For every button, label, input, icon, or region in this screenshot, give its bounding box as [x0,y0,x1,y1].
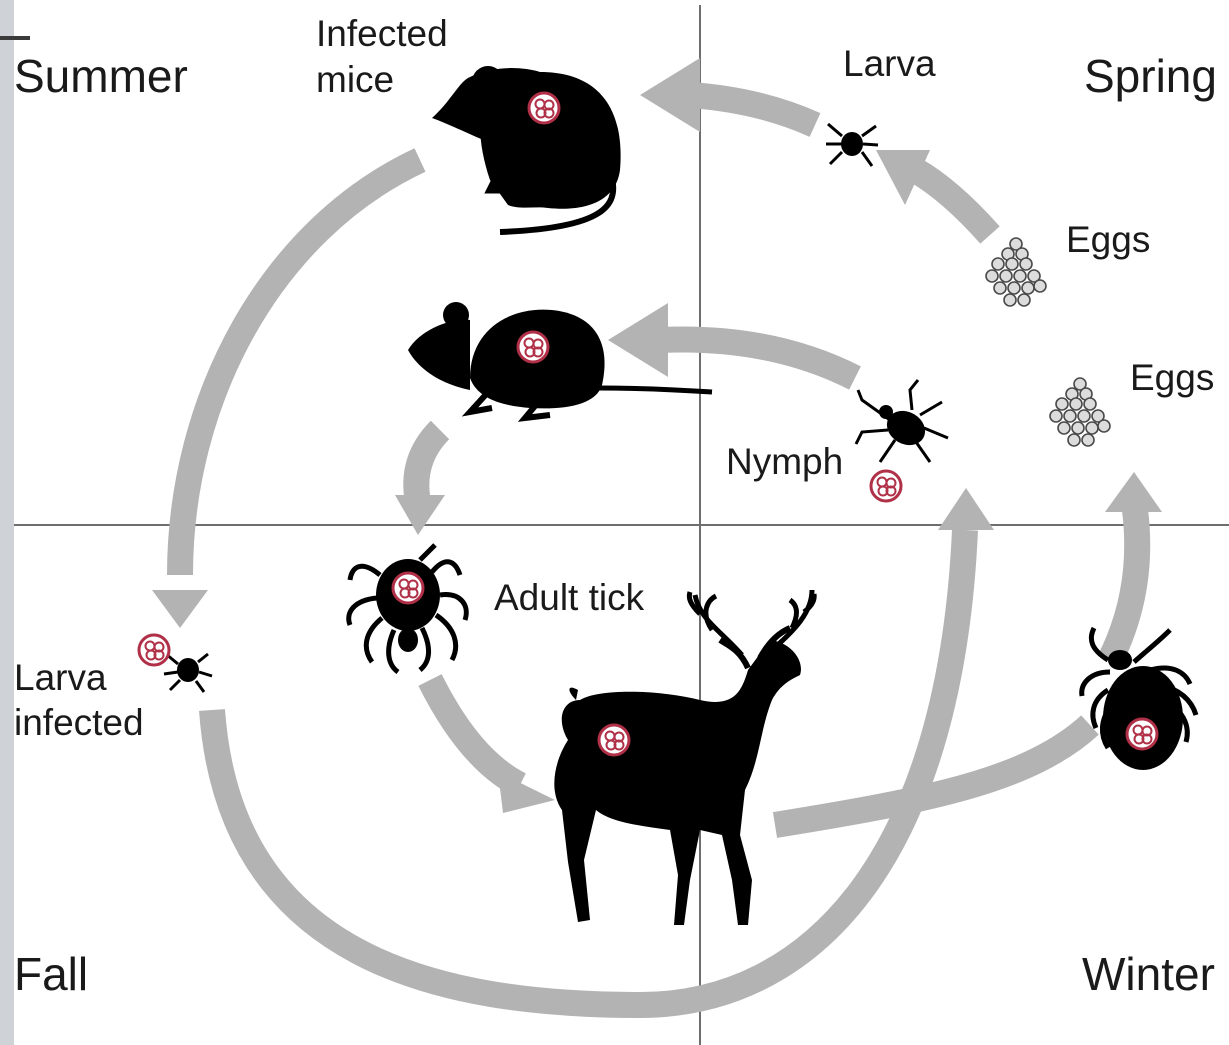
season-spring: Spring [1084,50,1217,102]
arrowhead-nymph [938,488,994,530]
pathogen-deer [599,725,629,755]
season-summer: Summer [14,50,188,102]
label-adult-tick: Adult tick [494,577,645,618]
left-border [0,0,14,1045]
adult-tick-icon [349,545,467,672]
nymph-tick-icon [856,380,948,462]
label-larva: Larva [843,43,936,84]
pathogen-larva-infected [139,635,169,665]
arrow-adult-to-deer [430,680,520,785]
arrow-nymph-to-mouse [660,339,855,378]
label-larva-infected-line2: infected [14,702,144,743]
arrow-engorged-to-eggs [1110,510,1137,660]
arrow-larva-to-mice [690,95,815,125]
cycle-arrows [180,95,1137,1005]
label-infected-mice-line1: Infected [316,13,448,54]
arrowhead-deer [498,772,555,813]
larva-infected-tick-icon [164,654,212,692]
eggs-cluster-upper [986,238,1046,306]
deer-silhouette [554,590,814,925]
arrowhead-larva-infected [152,590,208,628]
arrowhead-eggs [1105,472,1162,512]
pathogen-engorged-tick [1127,719,1157,749]
label-larva-infected-line1: Larva [14,657,107,698]
pathogen-mouse-top [529,93,559,123]
season-winter: Winter [1082,948,1215,1000]
arrow-eggs-to-larva [915,170,990,235]
pathogen-adult-tick [393,573,423,603]
pathogen-nymph [871,471,901,501]
arrowhead-mouse [608,303,668,377]
arrowhead-mice [640,58,700,132]
larva-tick-icon [826,124,878,166]
label-nymph: Nymph [726,441,843,482]
label-infected-mice-line2: mice [316,59,394,100]
label-eggs-lower: Eggs [1130,357,1214,398]
top-left-mark [0,36,30,40]
arrowhead-adult [395,495,445,535]
eggs-cluster-lower [1050,378,1110,446]
season-fall: Fall [14,948,88,1000]
arrow-mice-to-larva-infected [180,160,420,575]
label-eggs-upper: Eggs [1066,219,1150,260]
pathogen-mouse-middle [518,332,548,362]
mouse-silhouette-top [432,66,621,232]
arrow-mouse-to-adult [416,430,440,502]
